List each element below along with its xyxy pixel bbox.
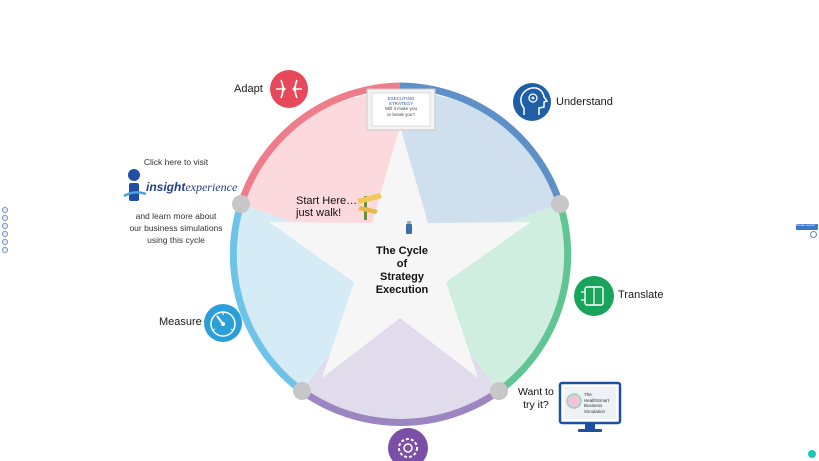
promo-line: and learn more about — [135, 211, 217, 221]
book-card[interactable] — [366, 88, 436, 131]
book-card-text: EXECUTING STRATEGY Will it make you or b… — [372, 96, 430, 117]
try-it-text[interactable]: Want to try it? — [518, 386, 554, 412]
label-measure[interactable]: Measure — [159, 316, 202, 328]
start-here-line: just walk! — [296, 207, 342, 219]
center-title-line: Execution — [375, 284, 429, 296]
monitor-line: The — [584, 392, 592, 397]
start-here-text[interactable]: Start Here… just walk! — [296, 195, 357, 219]
create-prezi-tag[interactable]: Create a prezi — [796, 223, 818, 230]
promo-description: and learn more about our business simula… — [120, 210, 232, 246]
node-dot[interactable] — [490, 382, 508, 400]
gauge-icon[interactable] — [204, 304, 242, 342]
nav-dot[interactable] — [2, 247, 8, 253]
center-title-line: of — [396, 258, 408, 270]
promo-top-text[interactable]: Click here to visit — [143, 157, 209, 167]
nav-dot[interactable] — [2, 207, 8, 213]
monitor-icon[interactable] — [558, 381, 622, 432]
label-adapt[interactable]: Adapt — [234, 83, 263, 95]
ring-translate — [496, 202, 572, 394]
node-dot[interactable] — [551, 195, 569, 213]
gear-icon[interactable] — [388, 428, 428, 461]
start-here-line: Start Here… — [296, 195, 358, 207]
wedge-adapt[interactable] — [241, 91, 400, 260]
signpost-icon — [357, 193, 382, 220]
nav-dot[interactable] — [2, 223, 8, 229]
logo-i-icon — [123, 169, 146, 201]
monitor-line: Business — [584, 403, 603, 408]
center-title-line: Strategy — [379, 271, 425, 283]
help-icon[interactable] — [808, 450, 816, 458]
monitor-text: The HealthSmart Business Simulation — [584, 392, 616, 414]
center-title-line: The Cycle — [376, 245, 428, 257]
wedge-understand[interactable] — [400, 91, 560, 261]
wedge-execute[interactable] — [302, 260, 499, 424]
nav-dot[interactable] — [2, 239, 8, 245]
head-lightbulb-icon[interactable] — [513, 83, 551, 121]
nav-dot[interactable] — [2, 231, 8, 237]
nav-dot[interactable] — [2, 215, 8, 221]
book-card-line: Will it make you — [384, 106, 418, 112]
logo-text-rest: experience — [185, 180, 238, 194]
insight-experience-logo[interactable]: insightexperience — [118, 168, 238, 204]
node-dot[interactable] — [293, 382, 311, 400]
center-title: The Cycle of Strategy Execution — [352, 245, 452, 297]
try-it-line: try it? — [523, 399, 549, 411]
adapt-icon[interactable] — [270, 70, 308, 108]
translate-icon[interactable] — [574, 276, 614, 316]
label-understand[interactable]: Understand — [556, 96, 613, 108]
book-card-line: STRATEGY — [388, 101, 414, 107]
node-dot[interactable] — [232, 195, 250, 213]
logo-text-bold: insight — [146, 180, 186, 194]
try-it-line: Want to — [518, 386, 554, 398]
monitor-line: Simulation — [584, 408, 606, 414]
expand-icon[interactable] — [810, 231, 817, 238]
ring-execute — [299, 388, 502, 426]
promo-line: our business simulations — [129, 223, 223, 233]
promo-line: using this cycle — [147, 235, 205, 245]
center-star — [269, 126, 531, 378]
label-translate[interactable]: Translate — [618, 289, 664, 301]
monitor-line: HealthSmart — [584, 397, 610, 403]
ring-measure — [229, 202, 305, 394]
book-card-line: EXECUTING — [387, 96, 415, 101]
bottle-icon — [406, 221, 412, 234]
book-card-line: or break you? — [386, 111, 416, 117]
